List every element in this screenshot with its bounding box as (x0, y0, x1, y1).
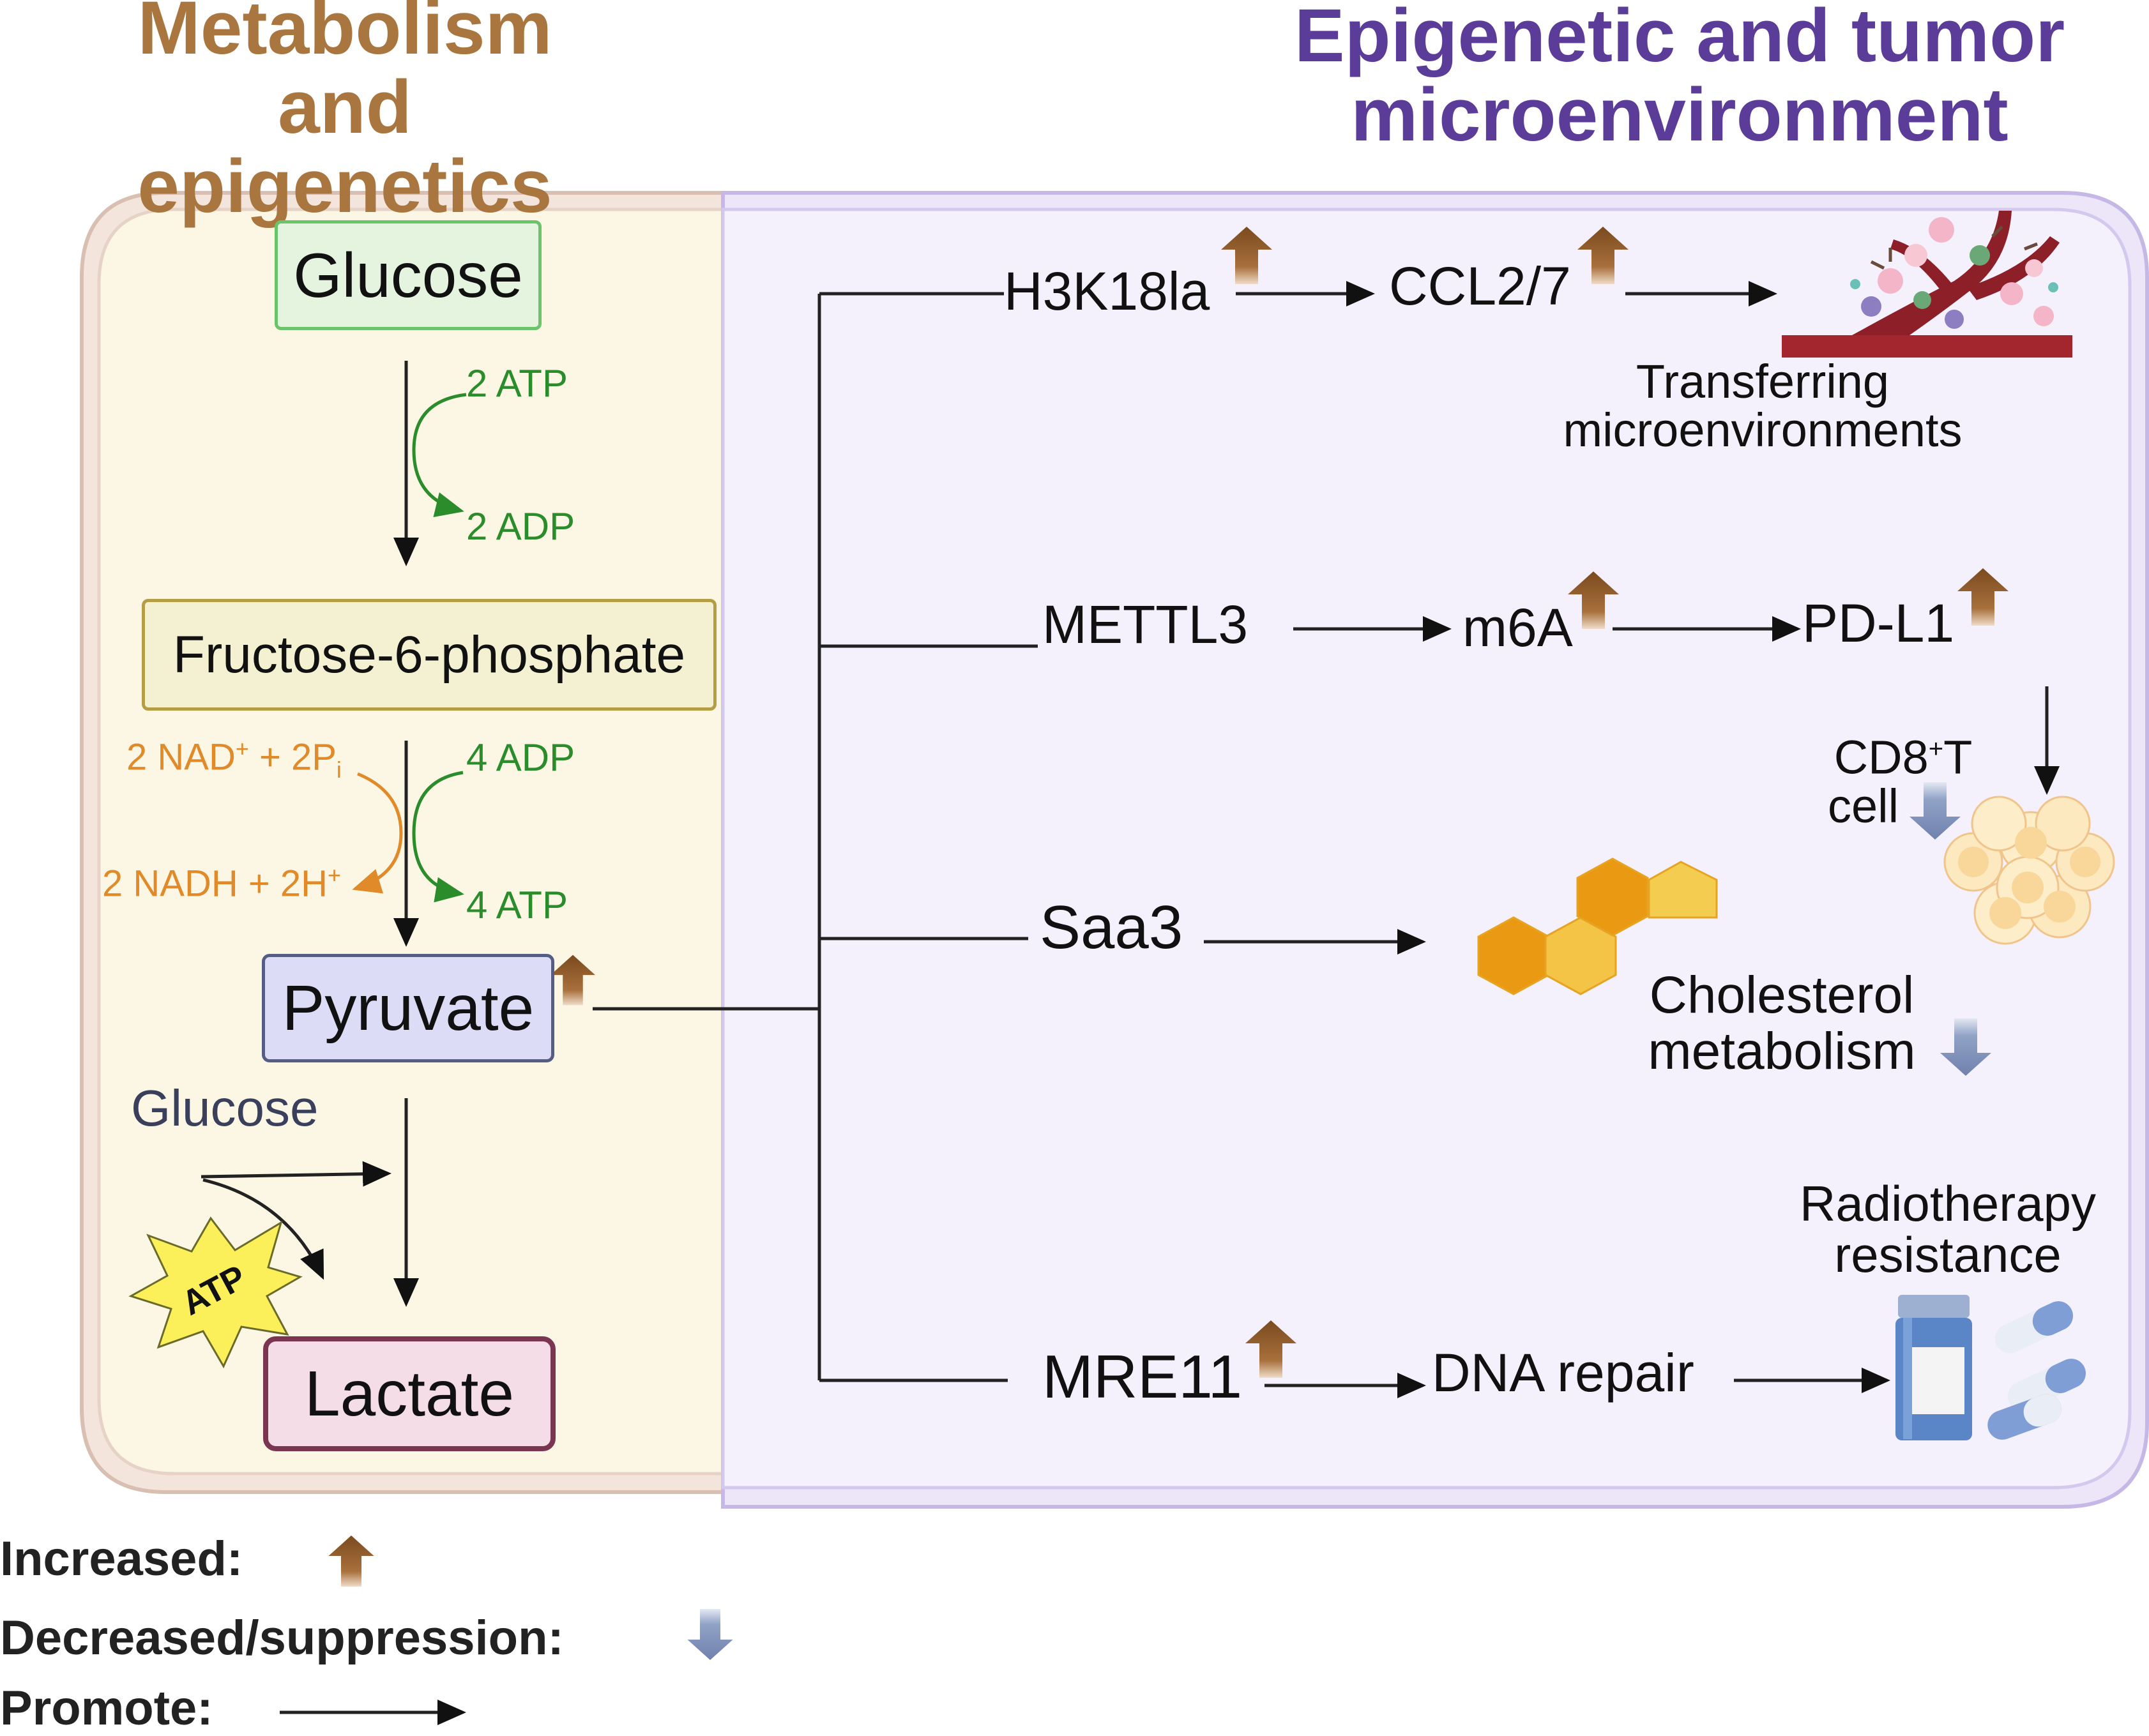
lactate-node: Lactate (263, 1336, 556, 1451)
arrow-glucose2 (201, 1161, 391, 1187)
left-panel (80, 191, 725, 1494)
step1-in-label: 2 ATP (466, 362, 568, 405)
cd8-prefix: CD8 (1834, 730, 1929, 784)
left-title-line1: Metabolism and (137, 0, 552, 149)
step2-out-label: 4 ATP (466, 884, 568, 926)
radiotherapy-label: Radiotherapy resistance (1763, 1178, 2133, 1280)
arrow-glucose2-atp (202, 1178, 324, 1280)
radiotherapy-line1: Radiotherapy (1800, 1175, 2096, 1232)
ccl-label: CCL2/7 (1389, 256, 1571, 316)
medicine-bottle-icon (1895, 1295, 1972, 1440)
legend-increased-label: Increased: (0, 1532, 243, 1586)
cholesterol-label: Cholesterol metabolism (1616, 967, 1948, 1080)
nadh-prefix: 2 NADH + 2H (102, 863, 328, 905)
right-title-line2: microenvironment (1351, 73, 2009, 157)
nad-label: 2 NAD+ + 2Pi (126, 736, 342, 783)
cd8-line1: CD8+T (1775, 725, 2031, 782)
legend-decrease-icon (687, 1609, 733, 1660)
cd8-superscript: + (1928, 735, 1944, 763)
left-title: Metabolism and epigenetics (83, 0, 607, 226)
cd8-line2: cell (1828, 779, 1899, 833)
nad-superscript: + (235, 736, 249, 762)
nad-nadh-curve (352, 772, 403, 894)
transferring-line2: microenvironments (1563, 404, 1963, 457)
step2-in-label: 4 ADP (466, 736, 575, 779)
transferring-label: Transferring microenvironments (1533, 358, 1993, 455)
f6p-node: Fructose-6-phosphate (142, 599, 717, 711)
cholesterol-line2: metabolism (1648, 1022, 1916, 1080)
h3k18la-label: H3K18la (1004, 261, 1210, 321)
glucose-node: Glucose (275, 220, 542, 330)
cd8-suffix: T (1943, 730, 1973, 784)
mettl3-label: METTL3 (1042, 594, 1249, 654)
m6a-label: m6A (1462, 598, 1573, 658)
cd8-tcell-label: CD8+T cell (1775, 725, 2031, 831)
legend-promote-label: Promote: (0, 1681, 213, 1735)
radiotherapy-line2: resistance (1834, 1227, 2062, 1283)
saa3-label: Saa3 (1040, 893, 1183, 962)
adp-atp-curve-2 (412, 771, 464, 903)
right-panel (721, 191, 2149, 1509)
pdl1-label: PD-L1 (1802, 593, 1955, 653)
cholesterol-molecule-icon (1477, 857, 1718, 995)
legend-decreased-label: Decreased/suppression: (0, 1611, 564, 1665)
right-title-line1: Epigenetic and tumor (1294, 0, 2065, 78)
t-cell-cluster-icon (1943, 796, 2115, 945)
nadh-superscript: + (327, 862, 341, 888)
dna-repair-label: DNA repair (1432, 1343, 1694, 1403)
cholesterol-line1: Cholesterol (1649, 966, 1915, 1024)
left-title-line2: epigenetics (137, 144, 552, 229)
transferring-line1: Transferring (1636, 355, 1890, 408)
capsule-icons (1987, 1301, 2086, 1440)
nad-prefix: 2 NAD (126, 736, 236, 778)
pyruvate-node: Pyruvate (262, 954, 554, 1062)
pi-subscript: i (336, 756, 342, 783)
mre11-label: MRE11 (1042, 1343, 1242, 1411)
legend-increase-icon (328, 1536, 374, 1587)
nadh-label: 2 NADH + 2H+ (102, 862, 341, 905)
atp-burst-icon (128, 1216, 303, 1369)
blood-vessel-icon (1782, 211, 2072, 358)
right-title: Epigenetic and tumor microenvironment (1213, 0, 2146, 155)
glucose2-label: Glucose (131, 1080, 319, 1136)
atp-adp-curve-1 (412, 393, 467, 517)
nad-suffix: + 2P (248, 736, 337, 778)
step1-out-label: 2 ADP (466, 505, 575, 548)
